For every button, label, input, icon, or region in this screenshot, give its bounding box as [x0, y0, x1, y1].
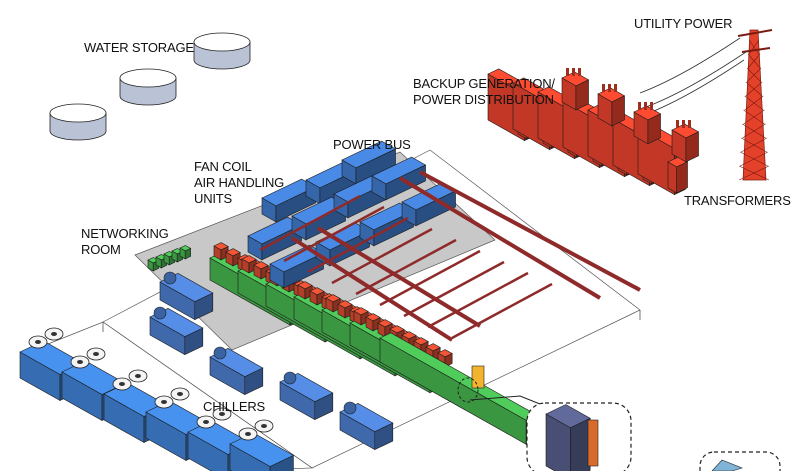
- water-tank: [49, 103, 107, 141]
- power-bus-branch: [283, 205, 385, 263]
- tower-brace: [740, 151, 768, 167]
- transformer-unit: [597, 87, 626, 127]
- fan-coil-unit: [341, 140, 397, 185]
- power-bus-branch: [379, 249, 481, 307]
- transformer-unit: [561, 71, 590, 111]
- fan-hub: [219, 412, 225, 416]
- rack-detail-cabinet: [545, 404, 591, 471]
- fan-hub: [161, 400, 167, 404]
- label-water-storage: WATER STORAGE: [84, 40, 194, 55]
- label-utility-power: UTILITY POWER: [634, 16, 733, 31]
- utility-power-tower: [639, 29, 773, 181]
- cooling-towers: [19, 327, 295, 471]
- label-backup-generation: BACKUP GENERATION/ POWER DISTRIBUTION: [413, 76, 555, 107]
- fan-hub: [93, 352, 99, 356]
- power-bus-line: [290, 236, 454, 342]
- tower-brace: [747, 53, 761, 69]
- fan-hub: [51, 332, 57, 336]
- fan-hub: [119, 382, 125, 386]
- chiller-pump: [163, 271, 177, 285]
- water-tank: [193, 32, 251, 70]
- tower-brace: [741, 137, 767, 153]
- transformer-bushing: [638, 102, 641, 110]
- power-line: [643, 59, 745, 116]
- transformer-bushing: [682, 120, 685, 128]
- power-bus-branch: [403, 260, 505, 318]
- label-chillers: CHILLERS: [203, 399, 265, 414]
- rack-detail-panel: [587, 419, 599, 467]
- backup-generators: [487, 68, 689, 196]
- power-bus-branch: [355, 238, 457, 296]
- chillers: [149, 271, 394, 451]
- tower-body: [742, 29, 767, 181]
- label-networking-room: NETWORKING ROOM: [81, 226, 169, 257]
- chiller-pump: [213, 346, 227, 360]
- tower-crossarm: [737, 29, 773, 37]
- transformer-bushing: [614, 84, 617, 92]
- highlighted-rack: [471, 365, 485, 389]
- fan-hub: [177, 392, 183, 396]
- network-rack: [179, 245, 192, 260]
- callout-marker: [457, 377, 479, 403]
- transformer-unit: [671, 123, 700, 163]
- rack-callouts: [457, 377, 781, 471]
- tower-crossarm: [741, 47, 771, 53]
- power-bus-branch: [331, 227, 433, 285]
- generator-exhaust: [667, 156, 689, 194]
- tower-brace: [738, 165, 770, 181]
- fan-hub: [135, 374, 141, 378]
- tower-brace: [746, 67, 762, 83]
- fan-hub: [77, 360, 83, 364]
- chiller-pump: [343, 401, 357, 415]
- label-fan-coil: FAN COIL AIR HANDLING UNITS: [194, 159, 285, 206]
- transformer-bushing: [676, 120, 679, 128]
- fan-hub: [245, 432, 251, 436]
- fan-coil-unit: [261, 178, 317, 223]
- fan-hub: [35, 340, 41, 344]
- power-bus: [259, 170, 641, 342]
- water-tank: [119, 68, 177, 106]
- power-bus-line: [398, 176, 602, 300]
- networking-room-equipment: [147, 245, 192, 272]
- rack-power-unit: [337, 300, 353, 319]
- tower-brace: [743, 109, 765, 125]
- tower-brace: [745, 81, 763, 97]
- transformer-bushing: [602, 84, 605, 92]
- transformer-bushing: [688, 120, 691, 128]
- chiller-pump: [283, 371, 297, 385]
- transformer-bushing: [644, 102, 647, 110]
- power-bus-branch: [451, 282, 553, 340]
- transformer-unit: [633, 105, 662, 145]
- chiller-pump: [153, 306, 167, 320]
- power-bus-branch: [307, 216, 409, 274]
- cooling-tower-unit: [229, 432, 295, 471]
- power-line: [645, 51, 747, 108]
- fan-hub: [261, 424, 267, 428]
- label-transformers: TRANSFORMERS: [684, 193, 791, 208]
- power-bus-line: [419, 170, 641, 292]
- label-power-bus: POWER BUS: [333, 137, 411, 152]
- transformers: [561, 68, 700, 163]
- tower-brace: [742, 123, 766, 139]
- second-callout-device: [711, 459, 743, 471]
- water-storage-tanks: [49, 32, 251, 141]
- transformer-bushing: [572, 68, 575, 76]
- power-bus-line: [316, 226, 482, 328]
- transformer-bushing: [608, 84, 611, 92]
- fan-hub: [203, 420, 209, 424]
- transformer-bushing: [566, 68, 569, 76]
- power-bus-branch: [427, 271, 529, 329]
- power-bus-branch: [259, 194, 361, 252]
- fan-coil-unit: [291, 196, 347, 241]
- transformer-bushing: [578, 68, 581, 76]
- tower-brace: [744, 95, 764, 111]
- power-line: [639, 37, 741, 94]
- transformer-bushing: [650, 102, 653, 110]
